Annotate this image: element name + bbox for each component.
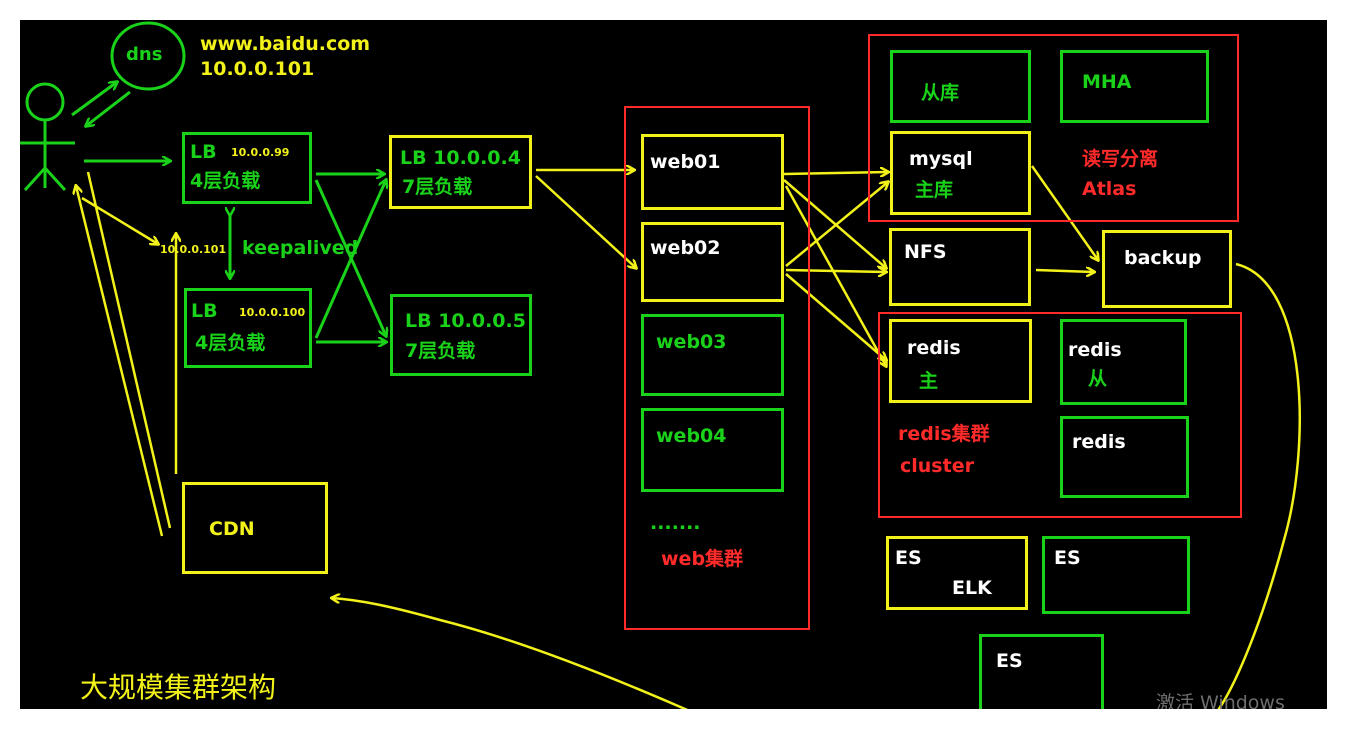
- edge-lb2-lb3: [314, 180, 386, 339]
- redis-cluster-frame: [878, 312, 1242, 518]
- mysql-node: mysql 主库: [890, 131, 1031, 215]
- edge-user-cdn: [86, 171, 172, 529]
- es3-label: ES: [996, 650, 1023, 672]
- elk-label: ELK: [952, 577, 992, 599]
- edge-cdn-user: [76, 186, 164, 537]
- slave-db-node: 从库: [890, 50, 1031, 123]
- edge-lb3-web02: [535, 175, 636, 268]
- lb1-layer: 4层负载: [190, 170, 261, 192]
- redis-master-node: redis 主: [889, 319, 1032, 403]
- backup-node: backup: [1102, 230, 1232, 308]
- lb2-node: LB 10.0.0.100 4层负载: [184, 288, 312, 368]
- edge-web02-nfs: [785, 270, 886, 272]
- edge-web01-redis: [784, 185, 886, 366]
- backup-label: backup: [1124, 247, 1202, 269]
- web-cluster-frame: [624, 106, 810, 630]
- web-cluster-label: web集群: [661, 548, 744, 570]
- edge-dns-user: [86, 90, 131, 126]
- edge-web02-redis: [785, 273, 886, 360]
- mysql-name: mysql: [909, 148, 973, 170]
- domain-url: www.baidu.com: [200, 33, 371, 55]
- redis-slave-node: redis 从: [1060, 319, 1187, 405]
- read-write-split-label: 读写分离: [1082, 148, 1159, 170]
- lb2-layer: 4层负载: [195, 332, 266, 354]
- redis-cluster-label: redis集群: [898, 423, 990, 445]
- edge-web01-mysql: [783, 172, 888, 174]
- user-figure-icon: [20, 82, 75, 192]
- lb1-ip: 10.0.0.99: [231, 146, 290, 159]
- redis-third-name: redis: [1072, 431, 1126, 453]
- web02-node: web02: [641, 222, 784, 302]
- keepalived-label: keepalived: [242, 237, 359, 259]
- redis-third-node: redis: [1060, 416, 1189, 498]
- redis-cluster-en-label: cluster: [900, 455, 974, 477]
- web02-label: web02: [650, 237, 721, 259]
- architecture-diagram: dns www.baidu.com 10.0.0.101 10.0.0.101 …: [20, 20, 1327, 709]
- lb1-name: LB: [190, 141, 217, 163]
- edge-nfs-backup: [1035, 270, 1094, 272]
- nfs-label: NFS: [904, 241, 947, 263]
- domain-ip: 10.0.0.101: [200, 58, 315, 80]
- web01-label: web01: [650, 151, 721, 173]
- redis-slave-name: redis: [1068, 339, 1122, 361]
- web04-label: web04: [656, 425, 727, 447]
- edge-web02-mysql: [785, 182, 888, 267]
- mha-node: MHA: [1060, 50, 1209, 123]
- es3-node: ES: [979, 634, 1104, 709]
- redis-master-name: redis: [907, 337, 961, 359]
- edge-backup-cdn-curve: [332, 262, 1301, 709]
- es1-label: ES: [895, 547, 922, 569]
- vip-label: 10.0.0.101: [160, 243, 227, 256]
- activation-watermark: 激活 Windows: [1156, 692, 1285, 710]
- dns-node-circle: [110, 21, 186, 91]
- slave-db-label: 从库: [921, 82, 960, 104]
- lb2-name: LB: [191, 300, 218, 322]
- lb4-node: LB 10.0.0.5 7层负载: [390, 294, 532, 376]
- lb4-name: LB 10.0.0.5: [405, 310, 526, 332]
- es2-node: ES: [1042, 536, 1190, 614]
- web03-node: web03: [641, 314, 784, 396]
- cdn-label: CDN: [209, 518, 255, 540]
- db-group-frame: [868, 34, 1239, 222]
- lb2-ip: 10.0.0.100: [239, 306, 306, 319]
- redis-master-role: 主: [919, 370, 939, 392]
- lb1-node: LB 10.0.0.99 4层负载: [182, 132, 312, 204]
- redis-slave-role: 从: [1088, 368, 1108, 390]
- cdn-node: CDN: [182, 482, 328, 574]
- lb3-layer: 7层负载: [402, 176, 473, 198]
- lb4-layer: 7层负载: [405, 340, 476, 362]
- lb3-node: LB 10.0.0.4 7层负载: [389, 135, 532, 209]
- page-title: 大规模集群架构: [80, 671, 277, 704]
- es-elk-node: ES ELK: [886, 536, 1028, 610]
- mysql-role: 主库: [915, 179, 954, 201]
- mha-label: MHA: [1082, 71, 1132, 93]
- web-ellipsis: .......: [650, 512, 701, 534]
- edge-user-vip: [81, 196, 158, 244]
- nfs-node: NFS: [889, 228, 1031, 306]
- web01-node: web01: [641, 134, 784, 210]
- edge-mysql-backup: [1030, 165, 1098, 260]
- edge-user-dns: [71, 82, 117, 117]
- atlas-label: Atlas: [1082, 178, 1137, 200]
- dns-label: dns: [126, 44, 163, 65]
- connector-layer: [20, 21, 1301, 709]
- web03-label: web03: [656, 331, 727, 353]
- edge-web01-nfs: [783, 179, 886, 268]
- es2-label: ES: [1054, 547, 1081, 569]
- web04-node: web04: [641, 408, 784, 492]
- lb3-name: LB 10.0.0.4: [400, 147, 521, 169]
